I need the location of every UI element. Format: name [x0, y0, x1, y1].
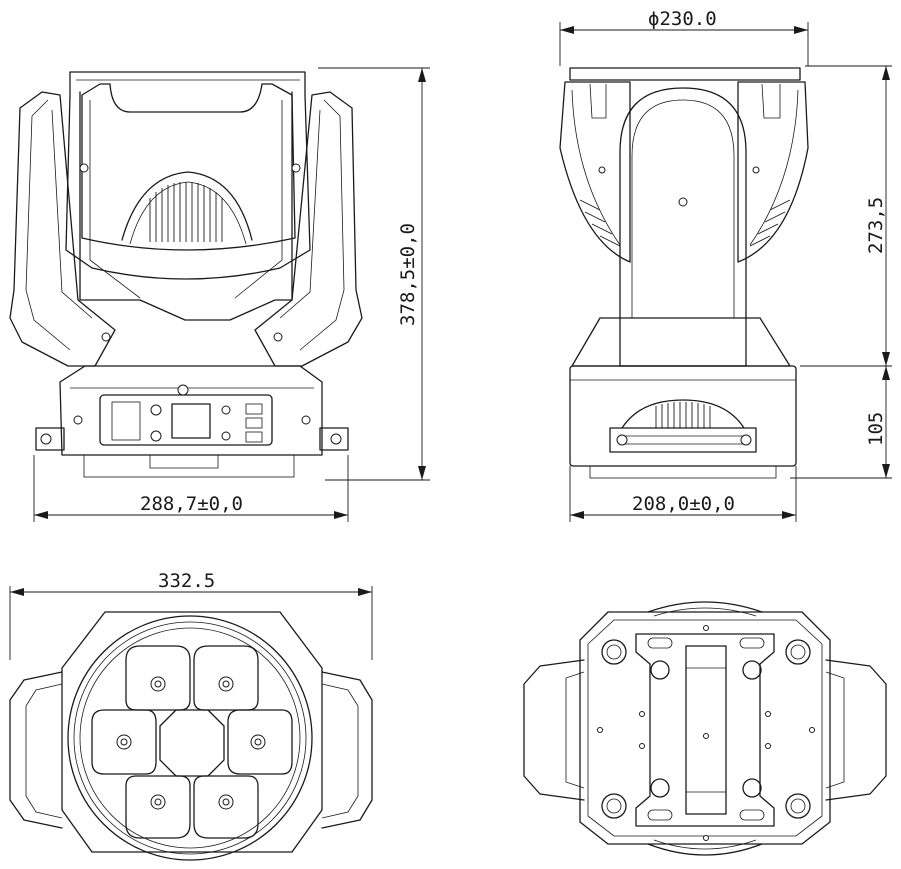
side-width-label: 208,0±0,0: [632, 493, 735, 515]
top-width-label: 332.5: [158, 570, 215, 592]
side-base-height-label: 105: [865, 412, 887, 446]
front-view: 378,5±0,0 288,7±0,0: [9, 67, 430, 522]
front-width-label: 288,7±0,0: [140, 493, 243, 515]
bottom-view: [523, 601, 887, 856]
side-diameter-label: ϕ230.0: [648, 8, 717, 30]
front-height-label: 378,5±0,0: [397, 223, 419, 326]
lens-view: 332.5: [9, 570, 373, 861]
side-upper-height-label: 273,5: [865, 197, 887, 254]
led-cells: [91, 645, 293, 839]
side-view: ϕ230.0 273,5 105 208,0±0,0: [559, 8, 892, 522]
